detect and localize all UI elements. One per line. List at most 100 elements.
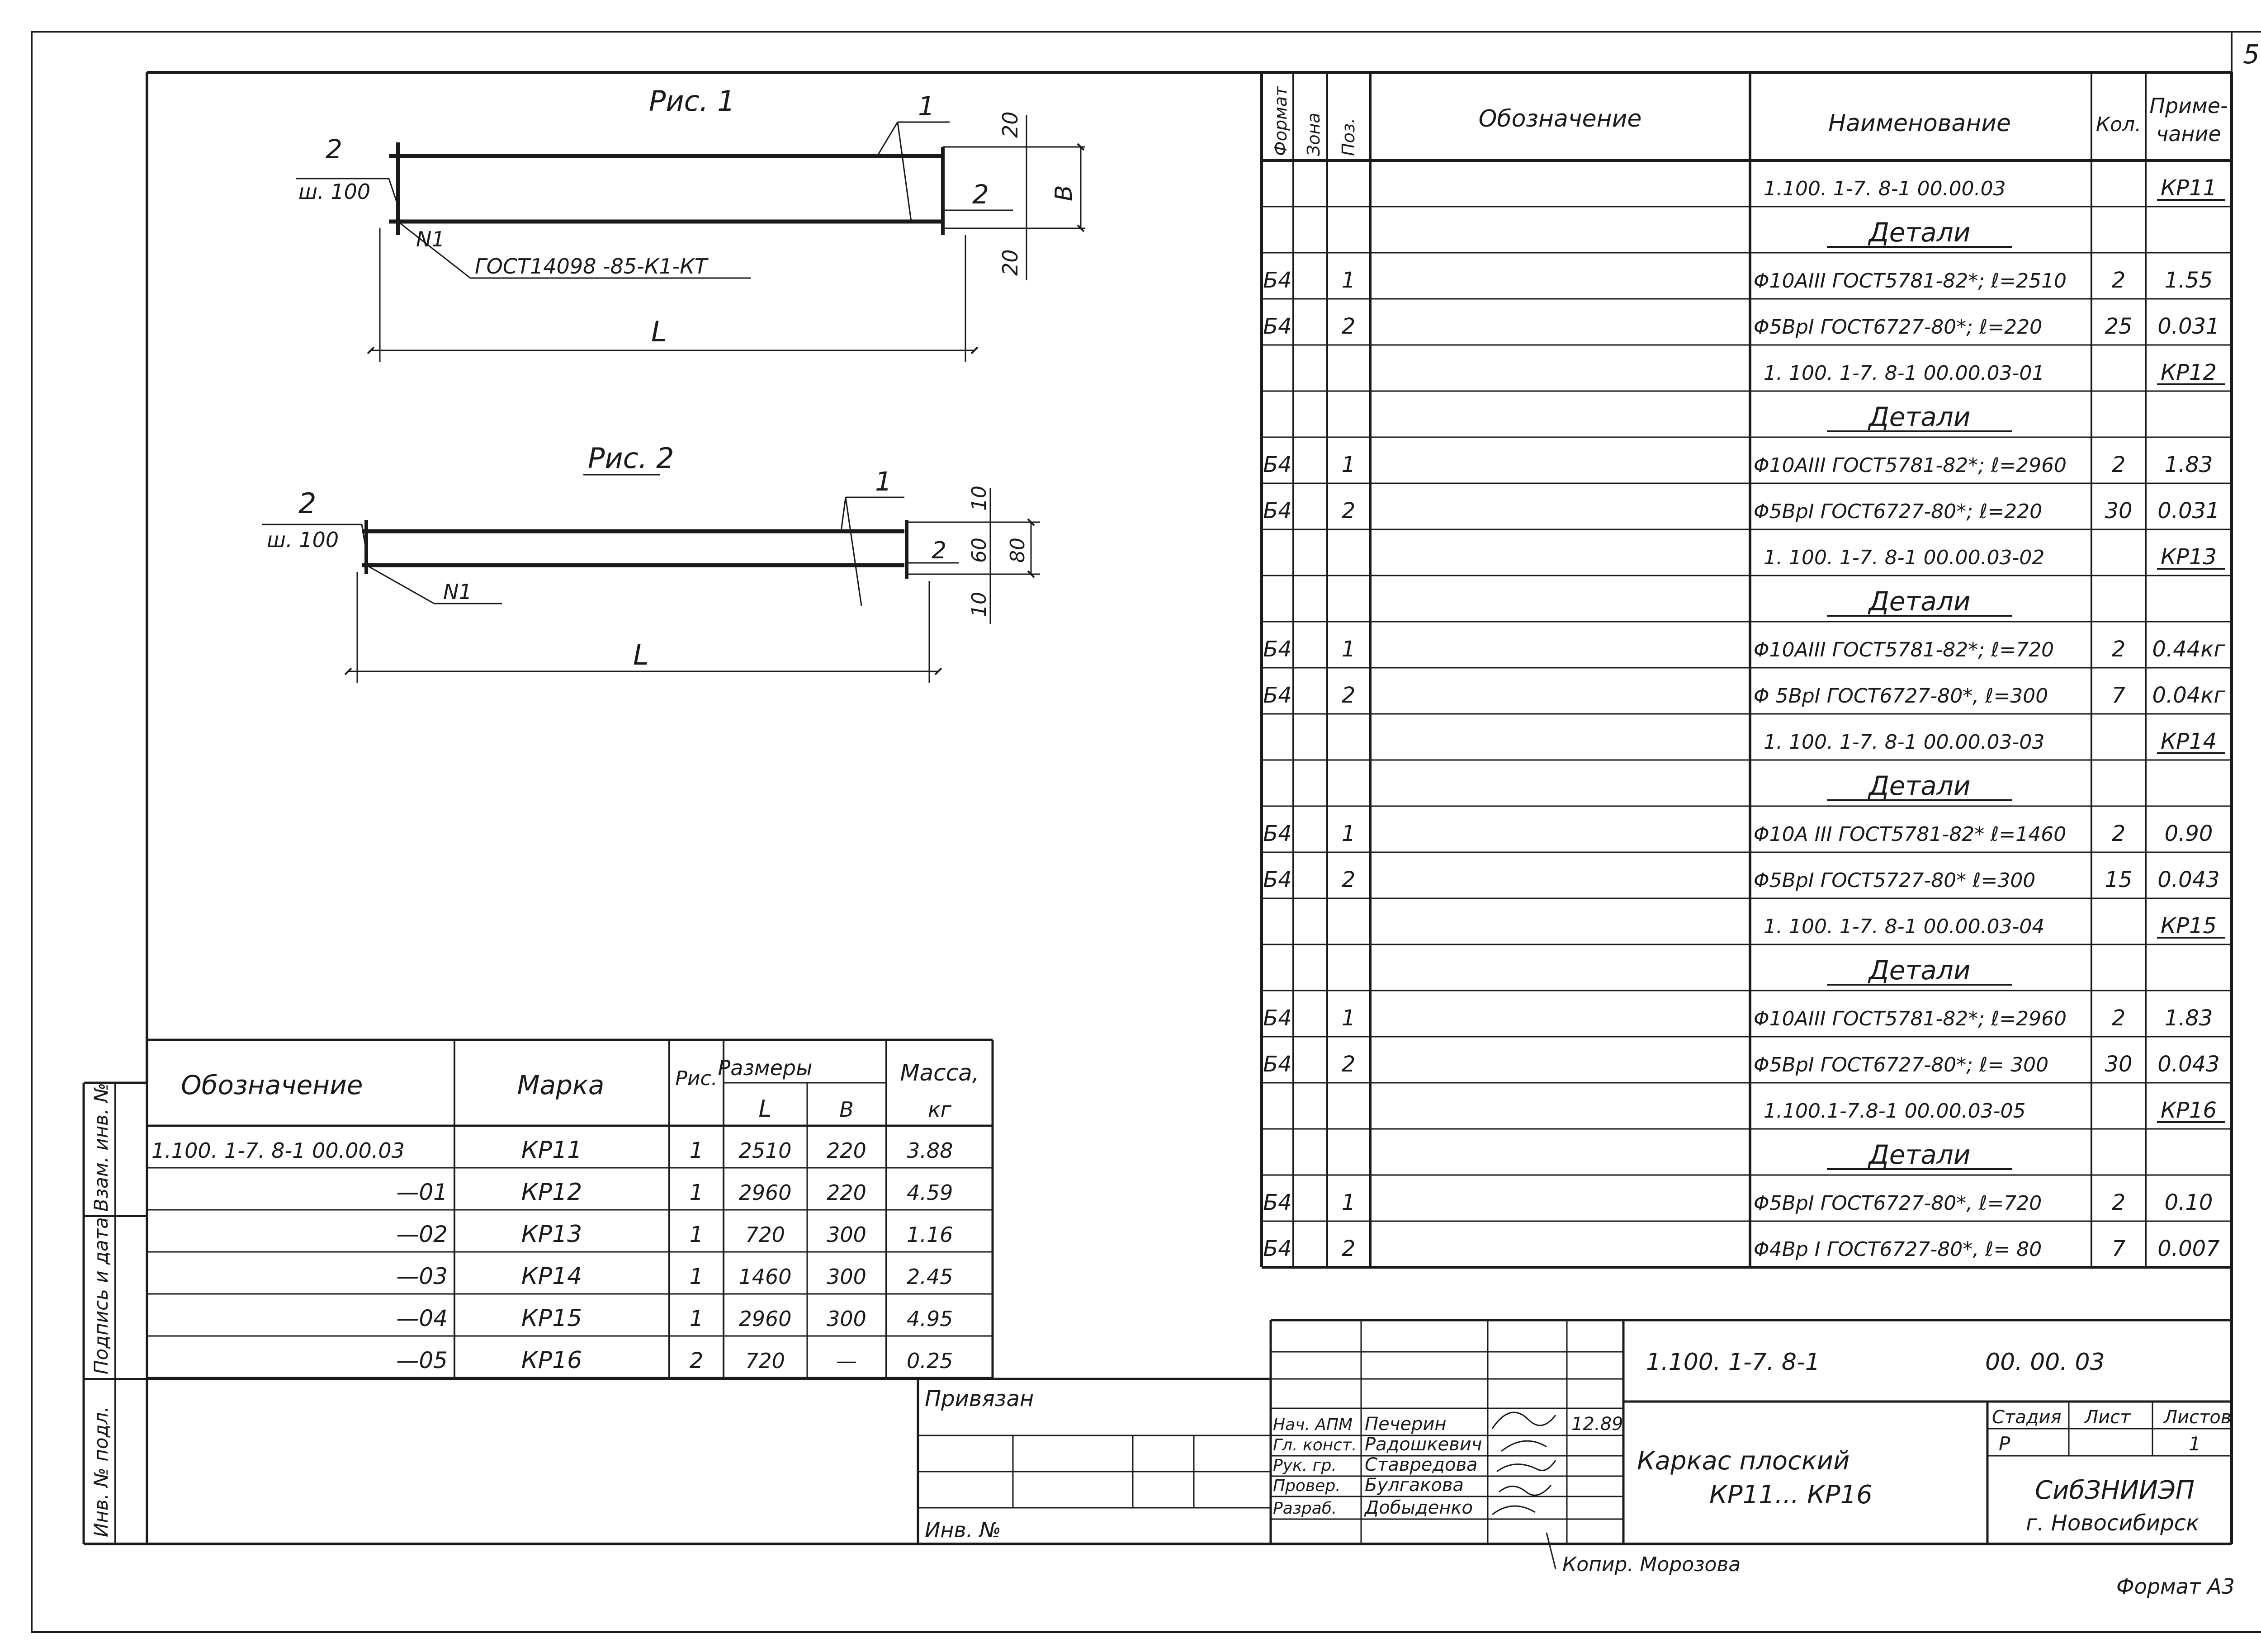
- title-stamp: [1269, 1319, 2232, 1544]
- spec-header-format: Формат: [1271, 85, 1291, 156]
- spec-cell-pos: 1: [1342, 1005, 1356, 1031]
- sheet-format: Формат А3: [2116, 1574, 2235, 1599]
- spec-cell-note: КР15: [2161, 913, 2217, 939]
- stamp-person-name: Радошкевич: [1365, 1434, 1482, 1455]
- stamp-sheet-label: Лист: [2084, 1407, 2131, 1428]
- spec-cell-qty: 2: [2112, 268, 2126, 293]
- spec-cell-qty: 7: [2112, 683, 2126, 708]
- stamp-title-line1: Каркас плоский: [1637, 1446, 1849, 1476]
- spec-cell-note: КР14: [2161, 729, 2217, 754]
- marks-cell-l: 2960: [738, 1307, 791, 1331]
- spec-section-label: Детали: [1867, 401, 1970, 432]
- fig1-pos2-left: 2: [326, 134, 342, 165]
- copied-by: Копир. Морозова: [1562, 1553, 1741, 1576]
- marks-cell-b: 220: [827, 1180, 866, 1205]
- fig1-dim-top: 20: [998, 111, 1022, 138]
- spec-section-label: Детали: [1867, 1139, 1970, 1170]
- page-number: 57: [2243, 39, 2261, 70]
- spec-cell-format: Б4: [1263, 683, 1291, 708]
- spec-cell-note: 1.55: [2165, 268, 2213, 293]
- spec-cell-name: Φ4Вр I ГОСТ6727-80*, ℓ= 80: [1754, 1238, 2042, 1261]
- side-strip: Инв. № подл. Подпись и дата Взам. инв. №: [90, 1083, 112, 1537]
- spec-cell-pos: 2: [1342, 683, 1356, 708]
- fig2-pos1: 1: [875, 466, 892, 497]
- spec-cell-format: Б4: [1263, 1005, 1291, 1031]
- fig1-weld-std: ГОСТ14098 -85-К1-КТ: [475, 254, 709, 278]
- marks-cell-mass: 3.88: [907, 1138, 953, 1163]
- stamp-person-role: Нач. АПМ: [1273, 1416, 1353, 1434]
- spec-cell-qty: 30: [2105, 498, 2132, 524]
- spec-header-designation: Обозначение: [1479, 105, 1642, 132]
- spec-cell-name: 1.100. 1-7. 8-1 00.00.03: [1764, 177, 2006, 200]
- fig2-pos2-right: 2: [932, 537, 946, 564]
- spec-cell-pos: 2: [1342, 1236, 1356, 1261]
- marks-header-designation: Обозначение: [181, 1070, 363, 1100]
- spec-cell-format: Б4: [1263, 1190, 1291, 1215]
- stamp-org: СибЗНИИЭП: [2035, 1476, 2195, 1505]
- marks-cell-mass: 1.16: [907, 1222, 953, 1247]
- stamp-city: г. Новосибирск: [2026, 1510, 2199, 1536]
- spec-cell-note: 0.10: [2165, 1190, 2213, 1215]
- spec-cell-pos: 2: [1342, 498, 1356, 524]
- spec-cell-note: 0.031: [2157, 314, 2219, 339]
- marks-header-mass: Масса,: [900, 1060, 979, 1086]
- stamp-person-name: Печерин: [1365, 1414, 1446, 1435]
- fig1-title: Рис. 1: [649, 85, 735, 118]
- marks-cell-mass: 4.95: [907, 1307, 953, 1331]
- stamp-person-role: Разраб.: [1273, 1499, 1337, 1518]
- marks-cell-designation: —05: [396, 1347, 448, 1374]
- spec-cell-name: 1. 100. 1-7. 8-1 00.00.03-01: [1764, 362, 2044, 385]
- fig2-title: Рис. 2: [588, 442, 674, 475]
- marks-cell-fig: 1: [690, 1180, 704, 1205]
- figure-2: Рис. 2 1 2 ш. 100 2 10 60 80 10 N1: [262, 442, 1040, 683]
- marks-header-l: L: [759, 1095, 772, 1123]
- fig1-pos1: 1: [918, 91, 935, 122]
- spec-cell-format: Б4: [1263, 1236, 1291, 1261]
- stamp-person-name: Булгакова: [1365, 1475, 1464, 1496]
- spec-header-pos: Поз.: [1339, 118, 1358, 156]
- spec-section-label: Детали: [1867, 217, 1970, 248]
- spec-cell-qty: 2: [2112, 1190, 2126, 1215]
- fig2-dim-10b: 10: [968, 592, 991, 617]
- marks-cell-l: 2510: [738, 1138, 791, 1163]
- spec-cell-format: Б4: [1263, 314, 1291, 339]
- marks-cell-mass: 4.59: [907, 1180, 953, 1205]
- stamp-person-name: Ставредова: [1365, 1454, 1478, 1475]
- fig2-dim-80: 80: [1006, 538, 1029, 563]
- spec-cell-note: 0.90: [2165, 821, 2213, 846]
- marks-cell-designation: —02: [396, 1221, 448, 1247]
- spec-cell-pos: 2: [1342, 1052, 1356, 1077]
- spec-section-label: Детали: [1867, 586, 1970, 617]
- spec-cell-pos: 1: [1342, 637, 1356, 662]
- marks-cell-b: 220: [827, 1138, 866, 1163]
- spec-cell-format: Б4: [1263, 452, 1291, 477]
- spec-cell-format: Б4: [1263, 498, 1291, 524]
- spec-cell-qty: 15: [2105, 867, 2132, 892]
- spec-cell-name: Φ5ВрI ГОСТ6727-80*; ℓ=220: [1754, 500, 2042, 523]
- spec-cell-note: 0.043: [2157, 867, 2219, 892]
- spec-section-label: Детали: [1867, 770, 1970, 801]
- marks-cell-l: 2960: [738, 1180, 791, 1205]
- marks-cell-b: —: [836, 1349, 857, 1373]
- marks-cell-fig: 1: [690, 1264, 704, 1289]
- marks-header-b: В: [839, 1097, 854, 1122]
- spec-cell-format: Б4: [1263, 637, 1291, 662]
- spec-cell-pos: 1: [1342, 268, 1356, 293]
- spec-cell-pos: 1: [1342, 821, 1356, 846]
- title-stamp-text: 1.100. 1-7. 8-1 00. 00. 03 Каркас плоски…: [1273, 1349, 2231, 1536]
- spec-cell-qty: 30: [2105, 1052, 2132, 1077]
- spec-cell-name: Φ10АIII ГОСТ5781-82*; ℓ=2960: [1754, 1007, 2067, 1030]
- marks-cell-designation: —04: [396, 1305, 448, 1331]
- fig1-dim-bottom: 20: [998, 249, 1022, 276]
- spec-cell-name: 1. 100. 1-7. 8-1 00.00.03-02: [1764, 546, 2044, 569]
- spec-cell-note: 1.83: [2165, 1005, 2213, 1031]
- spec-cell-note: 0.04кг: [2152, 683, 2225, 708]
- marks-cell-designation: 1.100. 1-7. 8-1 00.00.03: [151, 1138, 405, 1163]
- marks-cell-mark: КР14: [521, 1263, 582, 1290]
- spec-cell-format: Б4: [1263, 1052, 1291, 1077]
- spec-cell-qty: 2: [2112, 1005, 2126, 1031]
- fig1-dim-l: L: [651, 315, 667, 348]
- fig2-dim-l: L: [633, 638, 649, 671]
- spec-header-zone: Зона: [1304, 113, 1324, 156]
- marks-cell-fig: 2: [690, 1348, 704, 1374]
